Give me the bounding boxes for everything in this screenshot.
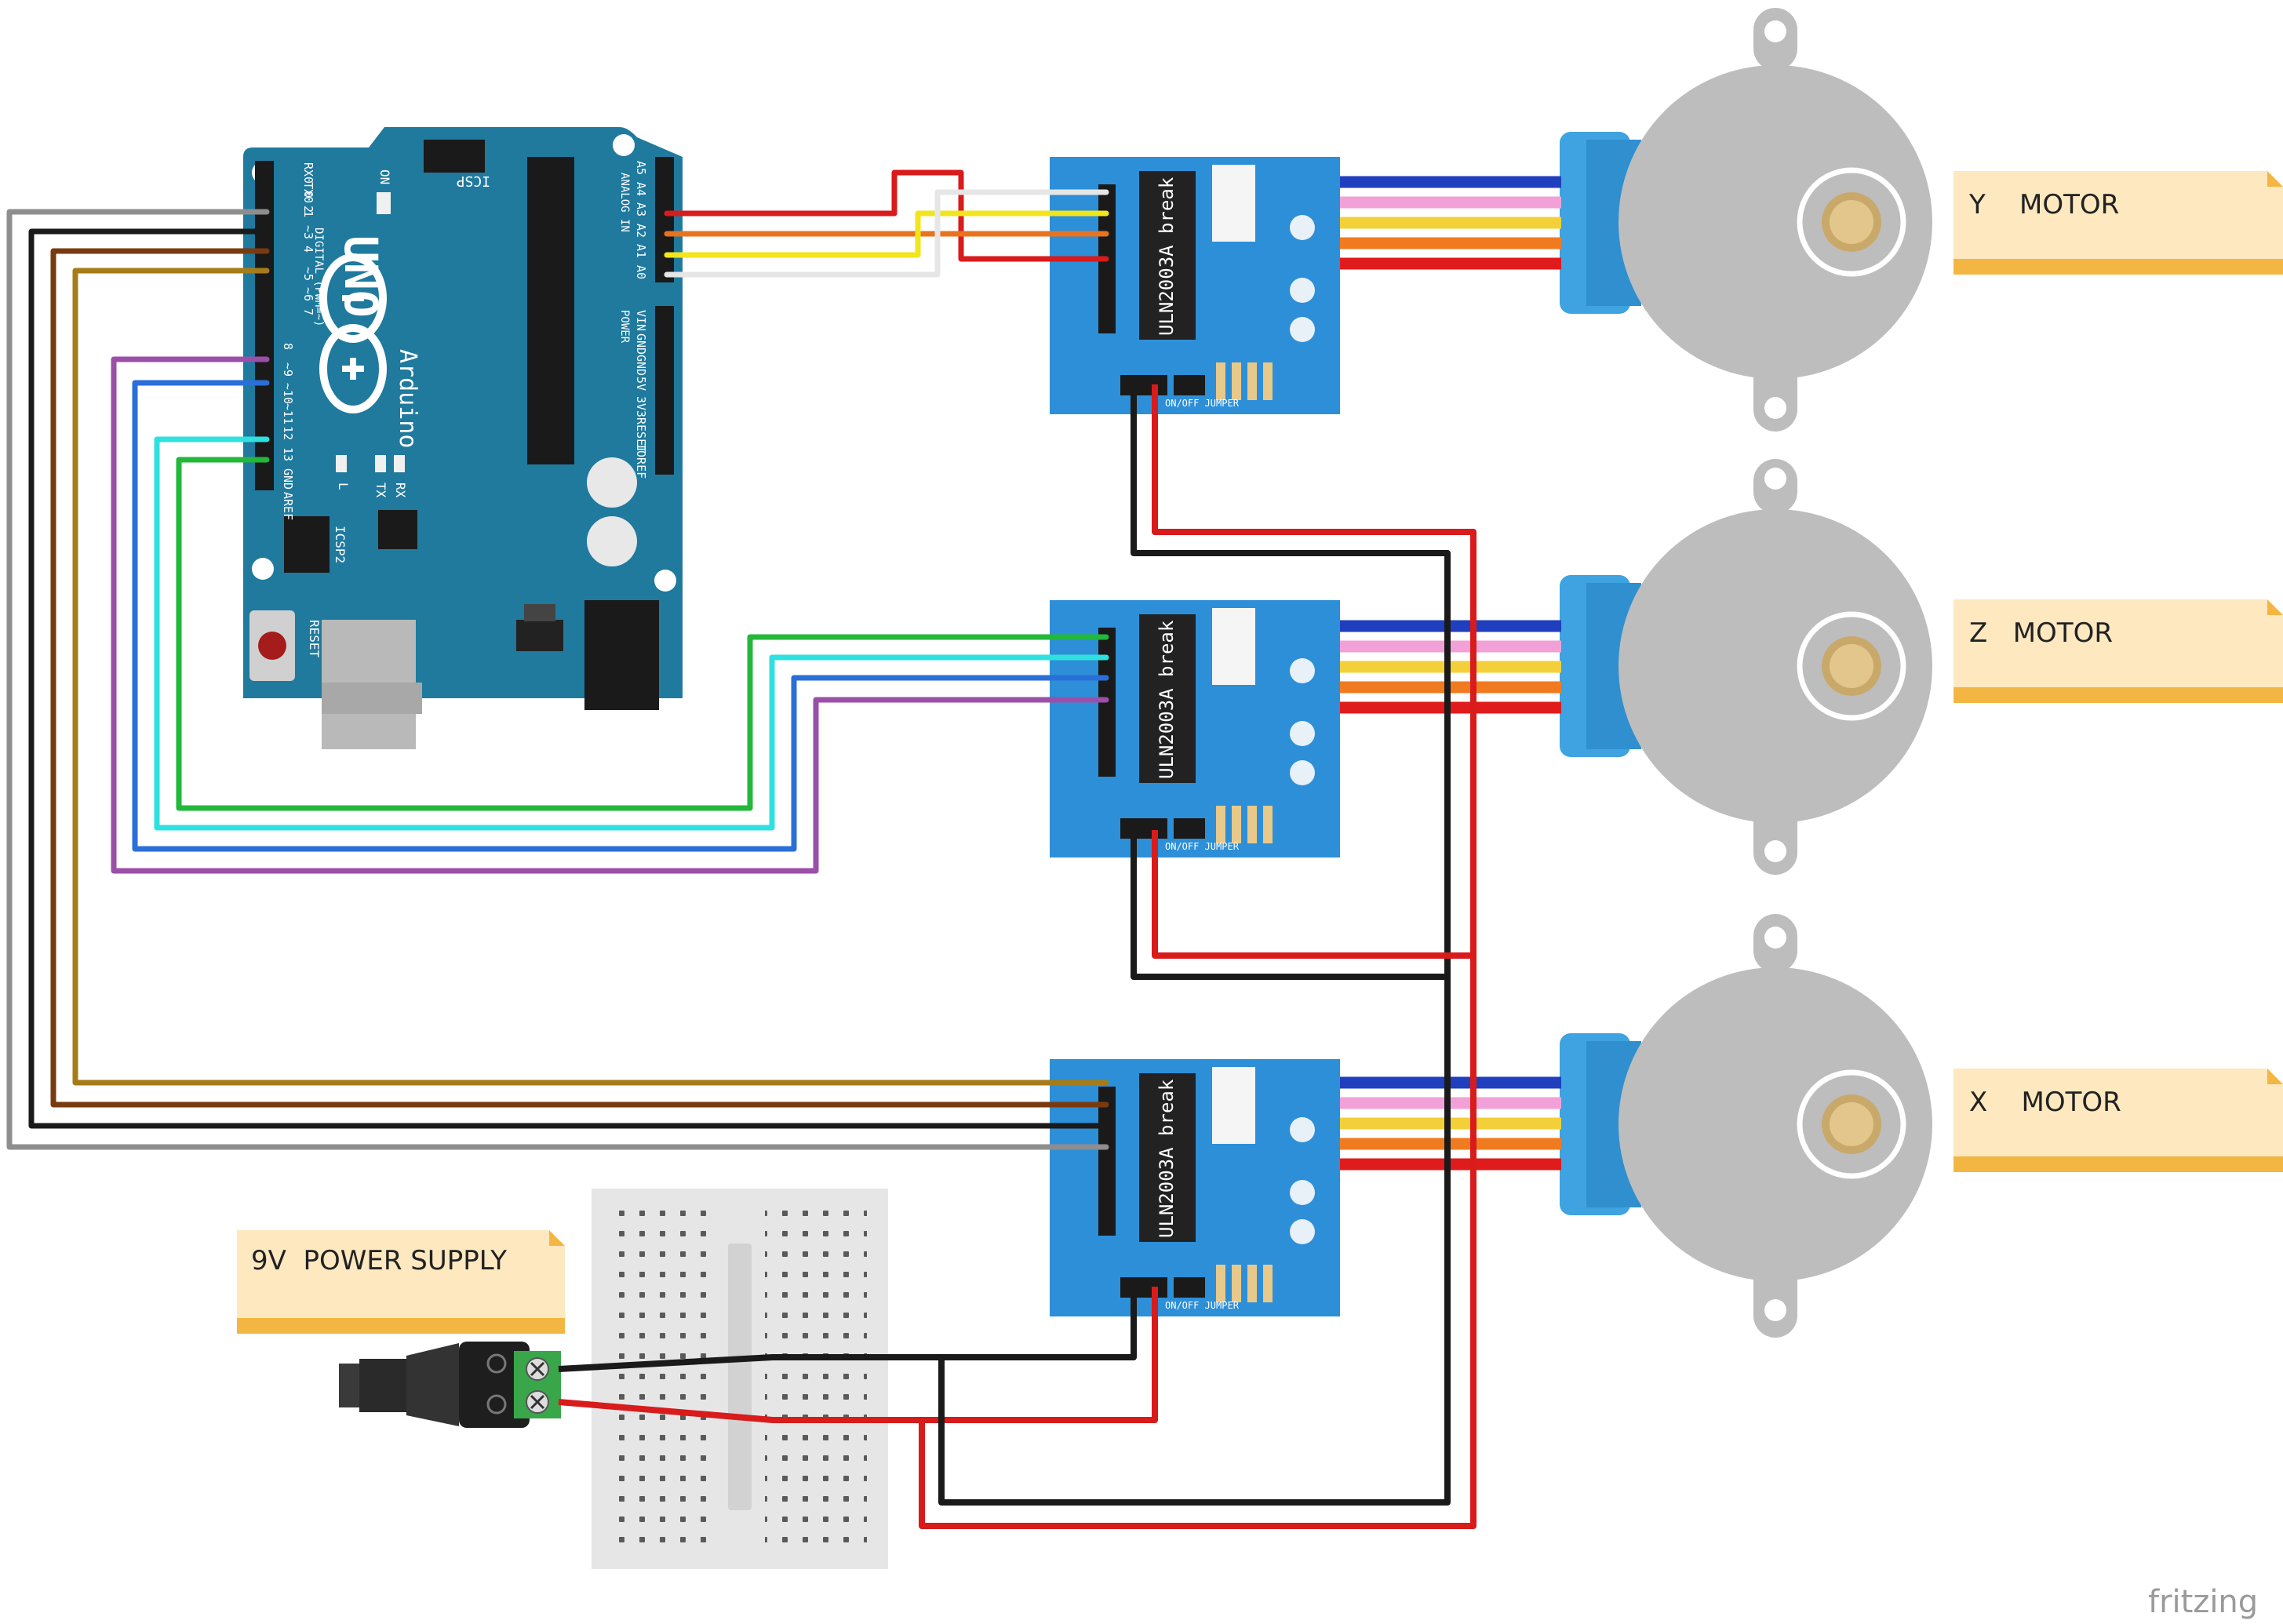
- chip-label: ULN2003A break: [1156, 1079, 1178, 1238]
- power-header: [655, 306, 674, 475]
- signal-wires: [6, 169, 1109, 1150]
- svg-text:4: 4: [301, 246, 315, 253]
- svg-text:12: 12: [281, 426, 295, 440]
- svg-text:A4: A4: [634, 182, 648, 196]
- svg-text:~3: ~3: [301, 225, 315, 239]
- icsp-silk: ICSP: [456, 173, 490, 189]
- analog-pin-labels: A5 A4 A3 A2 A1 A0: [634, 161, 648, 279]
- svg-text:GND: GND: [634, 333, 648, 355]
- stepper-motor-z: [1560, 459, 1932, 875]
- power-pin-labels: VIN GND GND 5V 3V3 RESET IOREF: [634, 310, 648, 479]
- svg-text:A2: A2: [634, 224, 648, 238]
- svg-text:13: 13: [281, 447, 295, 461]
- svg-text:2: 2: [301, 206, 315, 213]
- note-x-motor: X MOTOR: [1953, 1069, 2283, 1172]
- svg-text:AREF: AREF: [281, 492, 295, 520]
- svg-text:TX0 1: TX0 1: [301, 182, 315, 217]
- uno-label: UNO: [334, 235, 388, 318]
- icsp2-header: [284, 516, 330, 573]
- jumper-label: ON/OFF JUMPER: [1165, 1300, 1240, 1311]
- svg-text:~10: ~10: [281, 383, 295, 404]
- power-jack: [584, 600, 659, 710]
- z-motor-label: Z MOTOR: [1969, 617, 2113, 649]
- svg-text:7: 7: [301, 308, 315, 315]
- note-power-supply: 9V POWER SUPPLY: [237, 1230, 565, 1334]
- tx-silk: TX: [373, 482, 388, 498]
- svg-text:~9: ~9: [281, 362, 295, 377]
- on-silk: ON: [377, 169, 392, 184]
- digital-pin-labels: RX0 0 TX0 1 2 ~3 4 ~5 ~6 7 8 ~9 ~10 ~11 …: [281, 162, 315, 520]
- svg-text:A1: A1: [634, 244, 648, 258]
- driver-board-z: ULN2003A break ON/OFF JUMPER: [1050, 600, 1340, 858]
- rx-silk: RX: [393, 482, 408, 498]
- power-wires: [558, 384, 1476, 1529]
- svg-text:GND: GND: [634, 355, 648, 376]
- y-motor-label: Y MOTOR: [1968, 189, 2119, 220]
- power-silk: POWER: [618, 310, 631, 344]
- svg-text:GND: GND: [281, 468, 295, 490]
- svg-text:~11: ~11: [281, 403, 295, 424]
- power-supply-label: 9V POWER SUPPLY: [251, 1245, 507, 1276]
- note-y-motor: Y MOTOR: [1953, 171, 2283, 275]
- analog-header: [655, 157, 674, 282]
- jumper-label: ON/OFF JUMPER: [1165, 841, 1240, 852]
- stepper-motor-x: [1560, 914, 1932, 1338]
- arduino-logo: [319, 253, 387, 413]
- fritzing-watermark: fritzing: [2148, 1584, 2258, 1620]
- chip-label: ULN2003A break: [1156, 177, 1178, 336]
- svg-text:~6: ~6: [301, 287, 315, 301]
- svg-text:3V3: 3V3: [634, 396, 648, 417]
- chip-label: ULN2003A break: [1156, 620, 1178, 779]
- svg-text:~5: ~5: [301, 267, 315, 281]
- svg-text:5V: 5V: [634, 377, 648, 391]
- reset-silk: RESET: [307, 620, 322, 658]
- svg-text:A0: A0: [634, 265, 648, 279]
- analog-silk: ANALOG IN: [618, 173, 631, 232]
- l-silk: L: [336, 482, 351, 490]
- svg-text:VIN: VIN: [634, 310, 648, 331]
- x-motor-label: X MOTOR: [1969, 1087, 2121, 1118]
- svg-text:A3: A3: [634, 202, 648, 217]
- digital-silk: DIGITAL (PWM=~): [312, 228, 325, 326]
- driver-board-y: ULN2003A break ON/OFF JUMPER: [1050, 157, 1340, 414]
- jumper-label: ON/OFF JUMPER: [1165, 398, 1240, 409]
- arduino-brand: Arduino: [394, 349, 421, 448]
- svg-text:RESET: RESET: [634, 417, 648, 453]
- icsp2-silk: ICSP2: [333, 526, 348, 563]
- breadboard: [592, 1189, 888, 1569]
- svg-text:A5: A5: [634, 161, 648, 175]
- svg-text:IOREF: IOREF: [634, 443, 648, 479]
- digital-header: [255, 161, 274, 490]
- icsp-header: [424, 140, 485, 173]
- note-z-motor: Z MOTOR: [1953, 599, 2283, 703]
- dc-barrel-jack: [339, 1342, 561, 1428]
- atmega-chip: [527, 157, 574, 464]
- arduino-uno-board: UNO Arduino DIGITAL (PWM=~) ANALOG IN PO…: [243, 127, 683, 749]
- svg-text:RX0 0: RX0 0: [301, 162, 315, 198]
- svg-text:8: 8: [281, 343, 295, 350]
- driver-board-x: ULN2003A break ON/OFF JUMPER: [1050, 1059, 1340, 1316]
- stepper-motor-y: [1560, 8, 1932, 431]
